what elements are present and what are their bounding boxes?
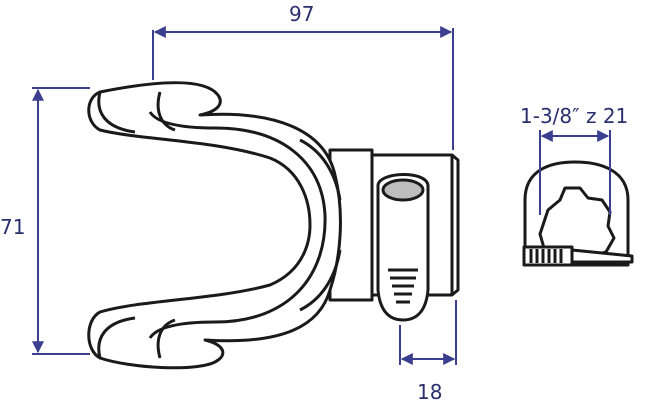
dimension-label-bolt-offset: 18 <box>417 380 443 404</box>
locking-bolt <box>376 173 430 322</box>
dimension-label-height: 71 <box>0 215 26 239</box>
upper-ear <box>97 91 176 134</box>
lower-ear <box>97 316 176 359</box>
section-view <box>522 160 634 267</box>
dimension-lines <box>32 26 611 365</box>
dimension-label-length: 97 <box>289 2 315 26</box>
yoke-fork-inner <box>148 111 327 339</box>
dimension-label-spline: 1-3/8″ z 21 <box>520 104 629 128</box>
yoke-fork-outer <box>87 81 342 370</box>
